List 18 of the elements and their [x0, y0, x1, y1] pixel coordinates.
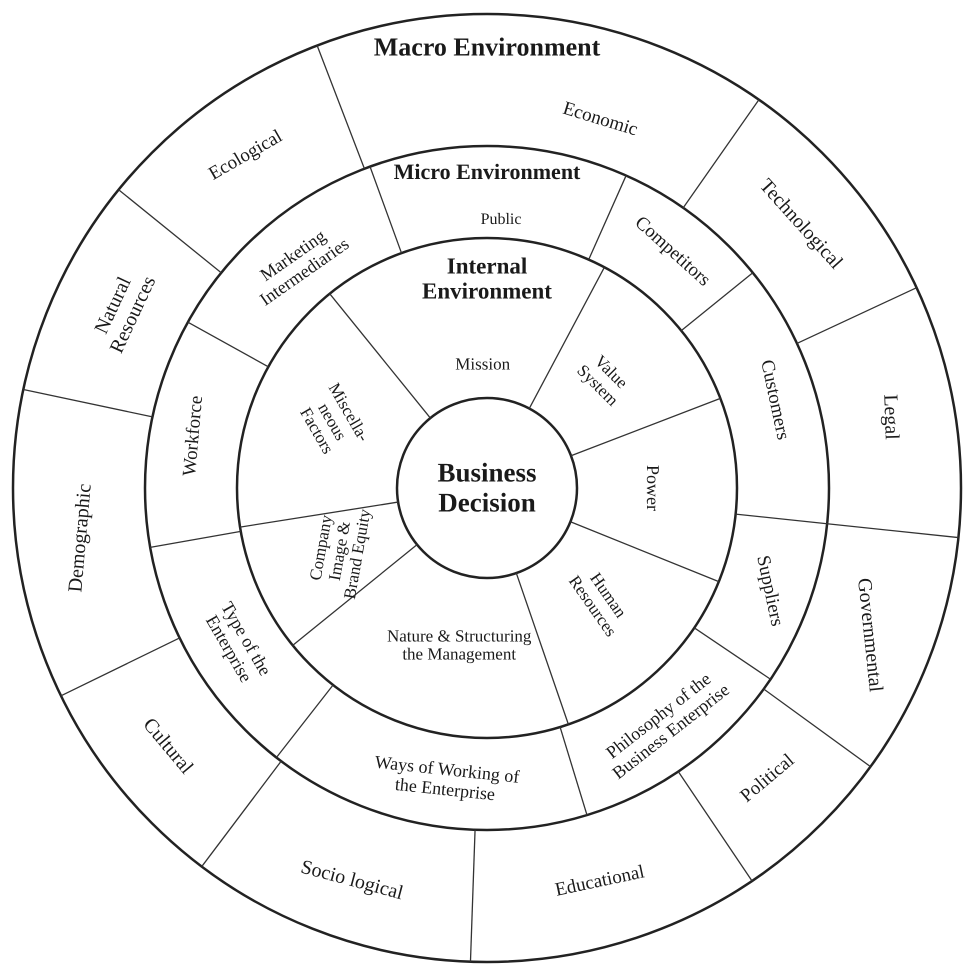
segment-label: Legal: [878, 371, 904, 462]
ring-heading: Micro Environment: [392, 160, 582, 184]
segment-label: Governmental: [850, 549, 890, 721]
segment-label: Mission: [442, 356, 523, 374]
segment-label: Educational: [529, 857, 671, 907]
segment-label: Public: [461, 212, 542, 230]
segment-label: Ways of Working of the Enterprise: [369, 752, 523, 808]
segment-label: Customers: [751, 339, 797, 462]
segment-label: Nature & Structuring the Management: [384, 626, 534, 664]
segment-label: Power: [642, 448, 662, 528]
ring-heading: Macro Environment: [372, 34, 602, 62]
segment-label: Workforce: [178, 376, 210, 497]
segment-label: Suppliers: [747, 534, 791, 647]
segment-label: Demographic: [62, 457, 98, 619]
segment-label: Company Image & Brand Equity: [303, 496, 376, 605]
segment-label: Socio logical: [276, 850, 428, 910]
center-circle-label: Business Decision: [407, 458, 567, 518]
ring-heading: Internal Environment: [421, 254, 553, 304]
